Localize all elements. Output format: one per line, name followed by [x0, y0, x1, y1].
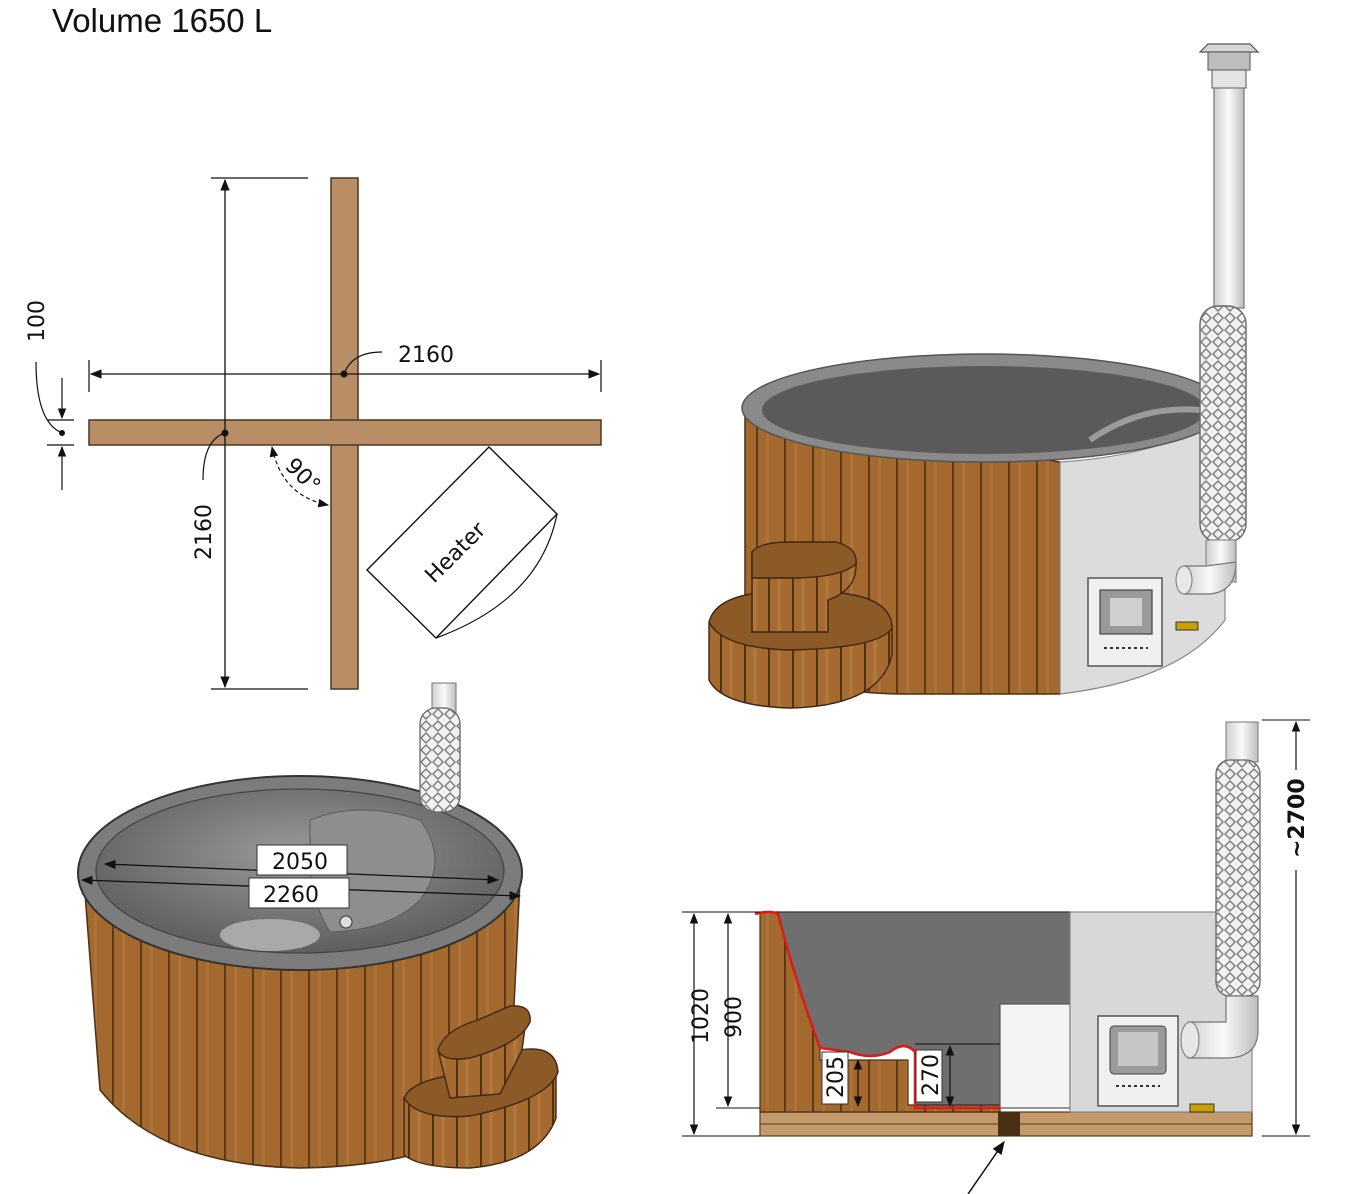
total-height-label: ~2700 [1285, 778, 1310, 858]
inner-height-label: 900 [722, 996, 747, 1038]
heater-symbol: Heater [366, 446, 558, 639]
section-chimney-guard-icon [1215, 759, 1261, 997]
chimney-guard-left-icon [419, 707, 461, 813]
drain-pointer-arrow [967, 1140, 1005, 1194]
outer-diameter-label: 2260 [263, 883, 319, 908]
steps-left [403, 1005, 559, 1169]
water-line [754, 910, 1000, 1110]
horizontal-beam [88, 419, 602, 446]
angle-arc [269, 445, 330, 508]
plan-depth-label: 2160 [192, 504, 217, 560]
plan-width-label: 2160 [398, 343, 454, 368]
seat-high-label: 270 [919, 1054, 944, 1096]
inner-diameter-label: 2050 [272, 850, 328, 875]
plan-view: 2160 2160 100 90° Heater [25, 177, 602, 690]
chimney-guard-icon [1199, 305, 1247, 543]
seat-low-label: 205 [824, 1056, 849, 1098]
volume-title: Volume 1650 L [52, 2, 273, 39]
perspective-view-left: 2050 2260 [77, 682, 559, 1169]
angle-label: 90° [280, 454, 325, 499]
chimney-right [1175, 43, 1260, 595]
section-view: 1020 900 205 270 ~2700 [682, 719, 1310, 1194]
outer-height-label: 1020 [689, 988, 714, 1044]
perspective-view-right [708, 43, 1260, 709]
steps-right [708, 541, 893, 709]
beam-width-label: 100 [25, 300, 50, 342]
